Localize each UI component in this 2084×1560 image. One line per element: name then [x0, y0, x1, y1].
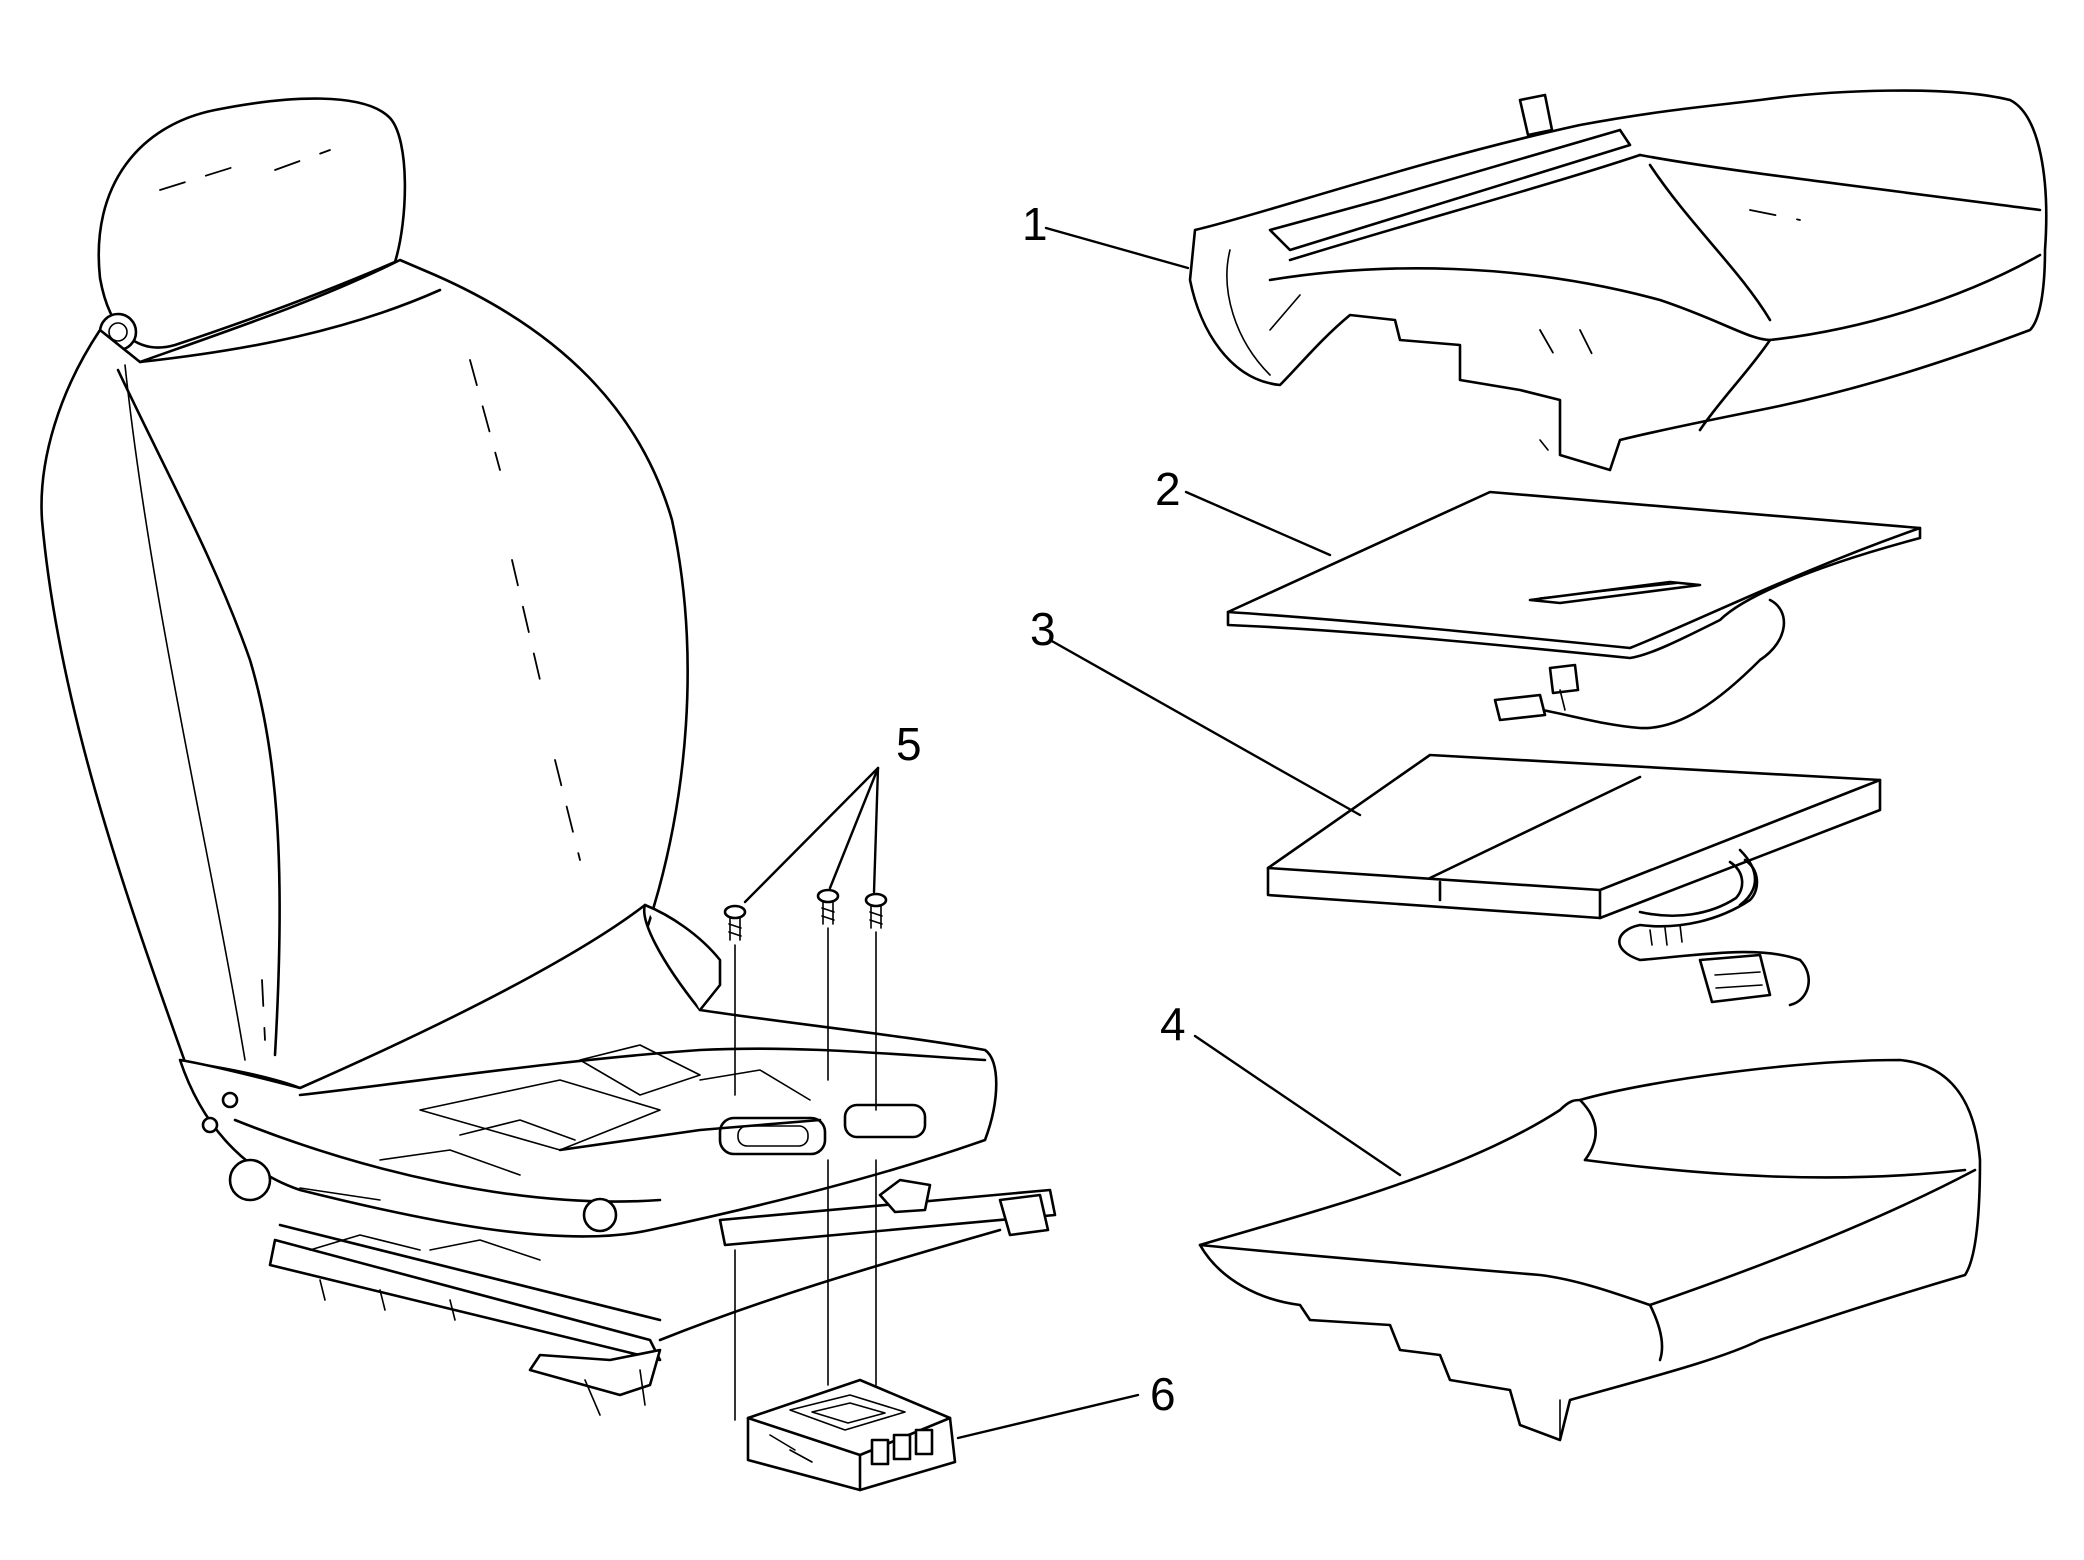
callout-2: 2: [1155, 463, 1181, 515]
seat-cushion-pad: [1198, 1058, 1982, 1442]
seat-tracks: [268, 1178, 1057, 1416]
callout-4: 4: [1160, 998, 1186, 1050]
callout-3: 3: [1030, 603, 1056, 655]
seat-back: [40, 258, 689, 1090]
sensor-module: [746, 1378, 957, 1492]
seat-cushion-cover: [1188, 89, 2048, 472]
bolt: [816, 888, 840, 925]
occupant-sensor-mat: [1226, 490, 1922, 730]
bolt: [864, 892, 888, 929]
leader-lines: [743, 226, 1402, 1440]
seat-assembly: [40, 97, 1057, 1416]
callout-6: 6: [1150, 1368, 1176, 1420]
callout-5: 5: [896, 718, 922, 770]
callout-1: 1: [1022, 198, 1048, 250]
mounting-bolts: [723, 888, 888, 1421]
seat-frame: [178, 903, 998, 1238]
bolt: [723, 904, 747, 941]
callout-labels: 1 2 3 4 5 6: [896, 198, 1186, 1420]
sensor-pad-with-harness: [1266, 753, 1882, 1007]
